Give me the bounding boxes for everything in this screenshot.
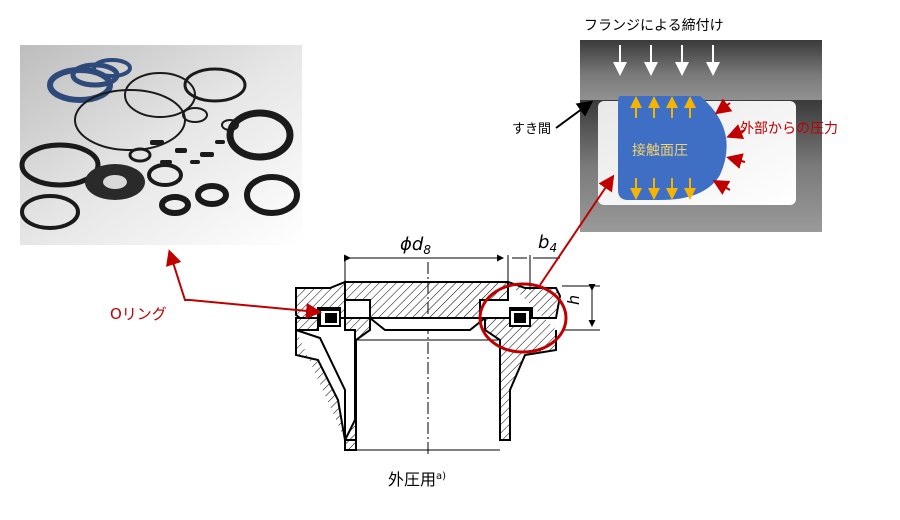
highlight-circle [478,282,568,354]
photo-pointer [166,249,190,301]
gap-pointer [555,100,594,129]
d8-label: ϕd8 [400,234,431,257]
drawing-caption: 外圧用a) [388,470,446,489]
right-section [484,281,562,441]
external-pressure-label: 外部からの圧力 [740,121,838,137]
seal-section-diagram: フランジによる締付け 接触面圧 [512,17,838,232]
gap-label: すき間 [512,122,551,137]
b4-label: b4 [538,232,557,255]
groove-pointer [189,299,322,319]
clamp-arrows [613,45,720,76]
contact-arrows-up [630,96,696,118]
contact-pressure-label: 接触面圧 [632,142,688,159]
external-pressure-arrows [712,98,746,195]
flange-body [344,281,509,319]
callouts: Oリング [110,174,615,354]
o-ring-photo [19,45,302,245]
left-o-ring [325,313,337,323]
contact-arrows-down [630,178,696,200]
compressed-o-ring [618,96,727,200]
right-o-ring [514,313,526,323]
o-ring-label: Oリング [110,305,167,323]
detail-pointer [539,174,615,286]
h-label: h [564,295,583,305]
clamp-label: フランジによる締付け [584,17,724,34]
flange-drawing: ϕd8 b4 h 外圧用a) [295,232,600,489]
